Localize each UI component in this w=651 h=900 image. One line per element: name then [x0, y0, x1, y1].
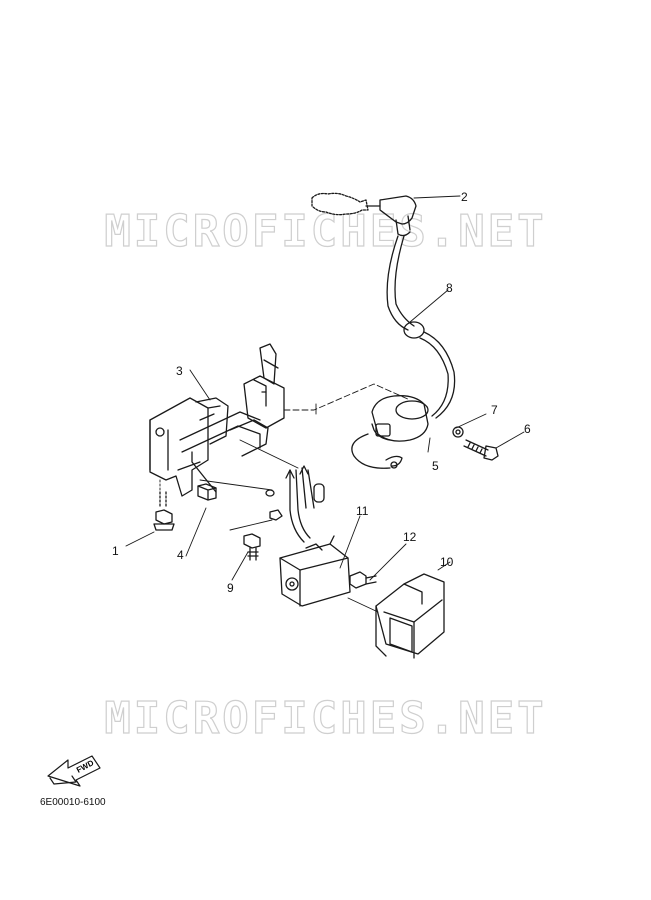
grommet	[403, 321, 425, 339]
high-tension-cord	[386, 235, 456, 419]
callout-4: 4	[177, 548, 184, 562]
callout-2: 2	[461, 190, 468, 204]
callout-7: 7	[491, 403, 498, 417]
block-part	[197, 483, 217, 501]
fwd-arrow-icon	[47, 755, 101, 787]
callout-5: 5	[432, 459, 439, 473]
callout-8: 8	[446, 281, 453, 295]
cdi-cover	[375, 573, 445, 659]
callout-9: 9	[227, 581, 234, 595]
callout-10: 10	[440, 555, 454, 569]
callout-12: 12	[403, 530, 417, 544]
watermark-top: MICROFICHES.NET	[104, 205, 547, 257]
callout-1: 1	[112, 544, 119, 558]
bolt-12	[349, 571, 377, 589]
washer-and-bolt	[452, 426, 499, 461]
callout-11: 11	[356, 504, 369, 518]
callout-3: 3	[176, 364, 183, 378]
ignition-coil	[351, 395, 429, 469]
cdi-unit	[279, 535, 351, 607]
bolt-1	[153, 491, 175, 531]
bolt-9	[243, 533, 261, 561]
document-code: 6E00010-6100	[40, 797, 106, 808]
wire-leads	[265, 465, 325, 543]
spark-plug-cap	[311, 192, 417, 237]
bracket-assembly	[149, 343, 285, 497]
leader-lines	[125, 195, 525, 613]
watermark-bottom: MICROFICHES.NET	[104, 692, 547, 744]
callout-6: 6	[524, 422, 531, 436]
